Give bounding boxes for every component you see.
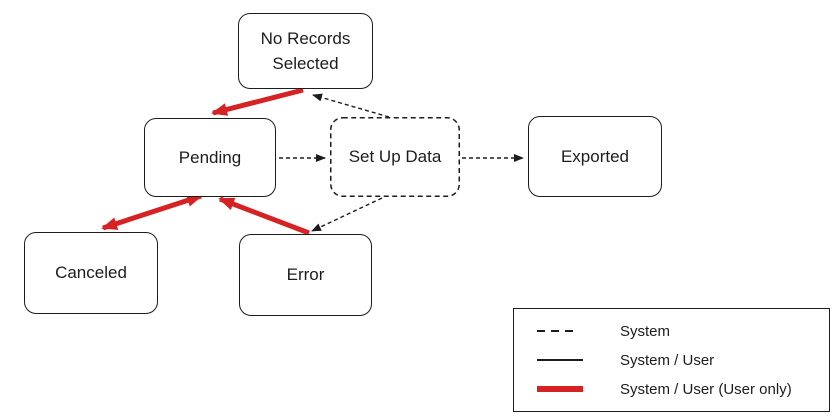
- solid-line-sample: [537, 359, 583, 361]
- edge-set-up-data-to-no-records-selected: [312, 93, 390, 118]
- node-label: Exported: [560, 146, 630, 166]
- edge-error-to-pending: [218, 196, 310, 236]
- node-label: Error: [286, 265, 325, 285]
- legend-label: System / User: [620, 351, 715, 369]
- legend-item-system-user-only: System / User (User only): [537, 380, 829, 398]
- node-exported: Exported: [528, 116, 662, 197]
- node-pending: Pending: [144, 118, 276, 197]
- legend-box: System System / User System / User (User…: [513, 308, 830, 412]
- edge-no-records-selected-to-pending: [211, 87, 304, 116]
- node-no-records-selected: No Records Selected: [238, 13, 373, 89]
- set-up-data-dashed-border: [330, 117, 460, 197]
- edge-set-up-data-to-error: [311, 197, 383, 232]
- node-set-up-data: Set Up Data: [330, 117, 460, 197]
- legend-label: System / User (User only): [620, 380, 792, 398]
- node-label: No Records Selected: [260, 28, 351, 74]
- legend-item-system: System: [537, 322, 829, 340]
- edge-pending-canceled-bidirectional: [101, 193, 203, 231]
- node-label: Pending: [178, 147, 242, 167]
- legend-label: System: [620, 322, 671, 340]
- node-canceled: Canceled: [24, 232, 158, 314]
- node-error: Error: [239, 234, 372, 316]
- legend-item-system-user: System / User: [537, 351, 829, 369]
- node-label: Set Up Data: [348, 147, 442, 167]
- thick-red-line-sample: [537, 386, 583, 392]
- dashed-line-sample: [537, 330, 577, 332]
- node-label: Canceled: [55, 263, 127, 283]
